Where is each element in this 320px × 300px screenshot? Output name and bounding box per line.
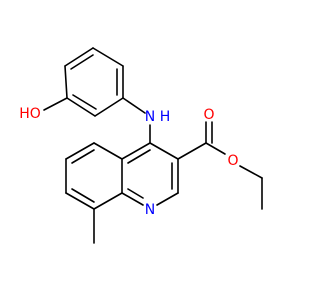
bond — [156, 192, 179, 206]
bond — [93, 142, 123, 160]
bond — [239, 165, 263, 179]
bond — [65, 192, 95, 210]
bond — [94, 97, 124, 117]
bond — [149, 142, 179, 160]
bond — [43, 97, 68, 111]
molecule-structure: HO N H N O O — [19, 47, 263, 244]
bond — [205, 142, 226, 155]
bond — [66, 97, 96, 117]
carbonyl-oxygen-label: O — [203, 107, 214, 123]
bond — [70, 54, 94, 70]
bond — [127, 149, 151, 164]
ester-oxygen-label: O — [227, 153, 238, 169]
bond — [71, 149, 95, 164]
bond — [65, 142, 95, 160]
bond — [64, 65, 68, 99]
amine-n-label: N — [145, 109, 155, 125]
bond — [127, 188, 144, 199]
bond — [93, 192, 123, 210]
bond — [64, 47, 94, 67]
bond — [177, 142, 207, 160]
bond — [72, 94, 97, 110]
bond — [121, 142, 151, 160]
bond — [121, 192, 144, 206]
bond — [122, 97, 146, 114]
bond-lines — [43, 47, 263, 244]
ring-nitrogen-label: N — [145, 202, 155, 218]
bond — [71, 188, 95, 203]
bond — [92, 47, 124, 67]
hydroxyl-label: HO — [19, 106, 41, 122]
atom-labels: HO N H N O O — [19, 106, 238, 218]
amine-h-label: H — [160, 109, 171, 125]
